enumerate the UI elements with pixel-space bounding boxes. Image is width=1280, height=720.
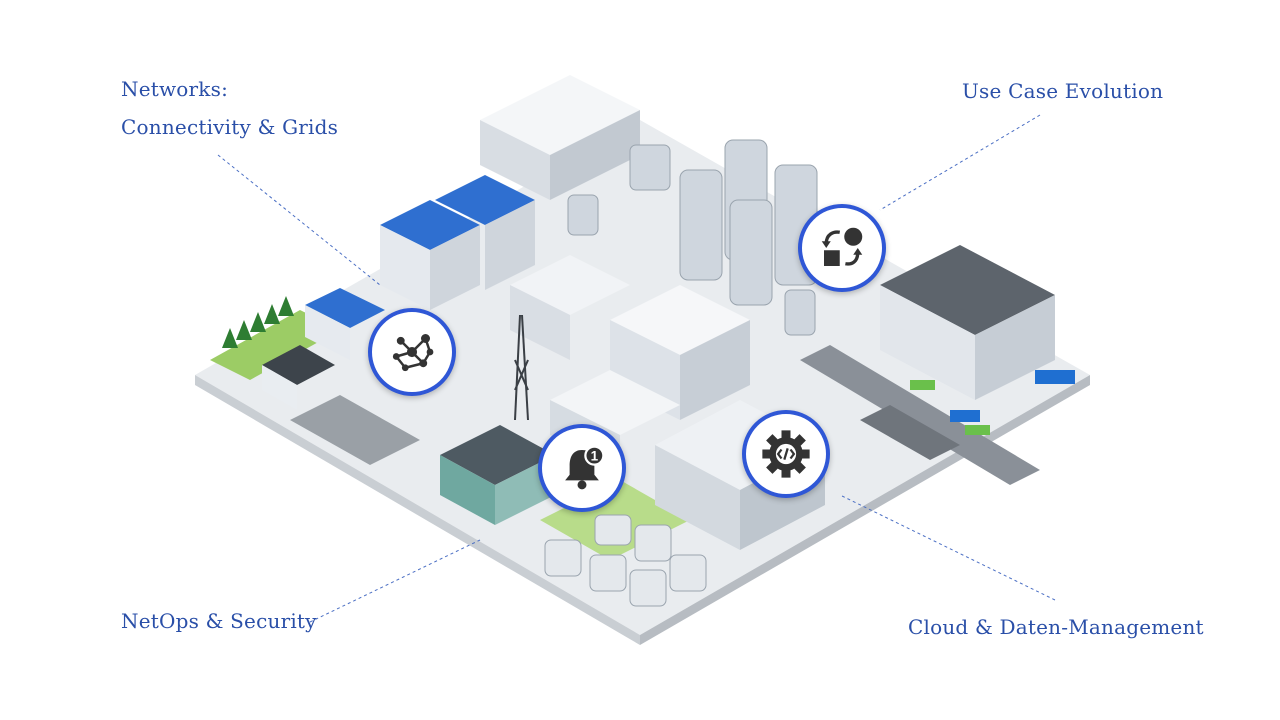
notification-count: 1: [591, 449, 599, 464]
building-office-top: [480, 75, 640, 200]
leader-line-netops: [309, 539, 481, 623]
notification-bell-icon: 1: [565, 445, 605, 490]
transmission-tower: [514, 314, 529, 421]
label-networks: Networks: Connectivity & Grids: [121, 70, 338, 146]
label-use-case-evolution: Use Case Evolution: [962, 79, 1164, 103]
platform-left-edge: [195, 375, 640, 645]
water-tanks: [544, 514, 707, 607]
badge-networks: [368, 308, 456, 396]
truck-fleet: [910, 370, 1075, 435]
tree-row: [222, 296, 294, 348]
label-netops-security: NetOps & Security: [121, 609, 317, 633]
road: [800, 345, 1040, 485]
building-central: [510, 255, 750, 420]
code-gear-icon: [762, 430, 810, 478]
building-blue-hall: [380, 175, 535, 310]
leader-line-networks: [217, 154, 381, 286]
silo-group: [567, 139, 818, 336]
badge-netops-security: 1: [538, 424, 626, 512]
leader-line-use-case: [879, 114, 1041, 211]
road: [860, 405, 960, 460]
leader-line-cloud: [839, 494, 1056, 601]
label-networks-line1: Networks:: [121, 77, 229, 101]
building-small-blue: [305, 288, 385, 360]
badge-use-case-evolution: [798, 204, 886, 292]
network-graph-icon: [392, 334, 434, 372]
label-cloud-daten-management: Cloud & Daten-Management: [908, 615, 1204, 639]
leader-lines: [217, 114, 1056, 623]
building-right-office: [880, 245, 1055, 400]
building-small-left: [262, 345, 335, 410]
label-networks-line2: Connectivity & Grids: [121, 115, 339, 139]
badge-cloud-daten-management: [742, 410, 830, 498]
shapes-transform-icon: [821, 227, 863, 266]
road: [290, 395, 420, 465]
